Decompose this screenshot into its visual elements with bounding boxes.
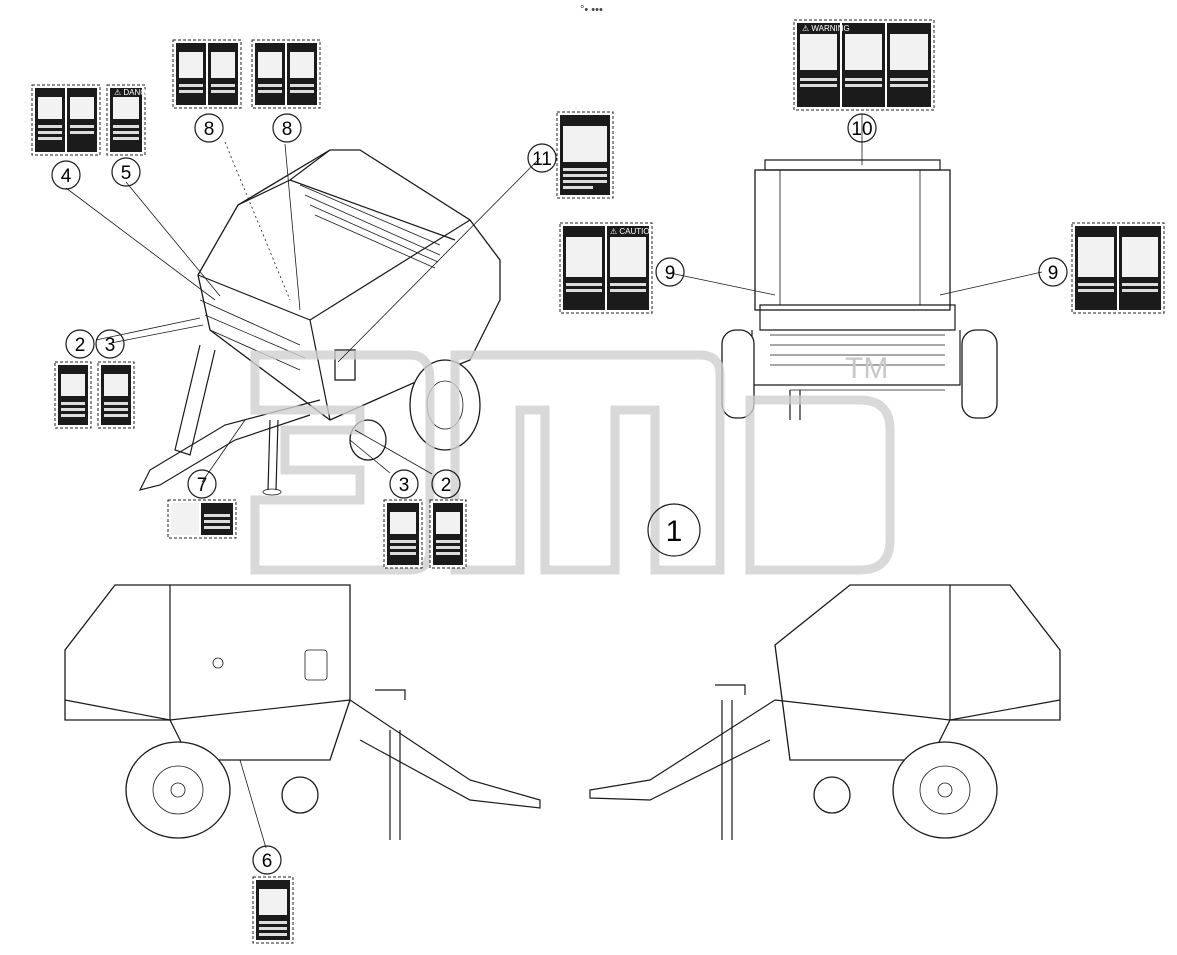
svg-text:3: 3 bbox=[105, 335, 116, 356]
safety-decal-icon bbox=[167, 499, 237, 539]
svg-text:2: 2 bbox=[75, 335, 86, 356]
baler-left-side-view bbox=[64, 584, 541, 840]
callout-circle-icon: 11 bbox=[527, 143, 557, 173]
svg-text:5: 5 bbox=[121, 163, 132, 184]
safety-decal-icon bbox=[54, 361, 92, 429]
callout-circle-icon: 7 bbox=[187, 469, 217, 499]
baler-front-three-quarter-view bbox=[138, 149, 501, 496]
callout-circle-icon: 8 bbox=[272, 113, 302, 143]
trademark-label: TM bbox=[845, 352, 888, 385]
callout-circle-icon: 6 bbox=[252, 845, 282, 875]
baler-right-side-view bbox=[589, 584, 1061, 840]
safety-decal-icon bbox=[1071, 222, 1165, 314]
svg-text:9: 9 bbox=[665, 263, 676, 284]
callout-circle-icon: 10 bbox=[847, 113, 877, 143]
safety-decal-icon: ⚠ CAUTION bbox=[559, 222, 656, 314]
safety-decal-icon bbox=[97, 361, 135, 429]
safety-decal-icon: ⚠ DANGER bbox=[106, 84, 158, 156]
svg-text:8: 8 bbox=[282, 119, 293, 140]
baler-rear-view bbox=[721, 159, 998, 420]
callout-circle-icon: 2 bbox=[65, 329, 95, 359]
header-mark: °• ••• bbox=[580, 4, 603, 16]
decal-caution-header: ⚠ CAUTION bbox=[610, 227, 656, 236]
callout-circle-icon: 9 bbox=[1038, 257, 1068, 287]
safety-decal-icon bbox=[252, 876, 294, 944]
callout-circle-icon: 3 bbox=[95, 329, 125, 359]
svg-text:2: 2 bbox=[441, 475, 452, 496]
callout-circle-icon: 9 bbox=[655, 257, 685, 287]
svg-text:4: 4 bbox=[61, 166, 72, 187]
svg-text:9: 9 bbox=[1048, 263, 1059, 284]
decal-danger-header: ⚠ DANGER bbox=[114, 88, 158, 97]
watermark: TM bbox=[250, 350, 895, 575]
safety-decal-icon bbox=[31, 84, 101, 156]
svg-text:6: 6 bbox=[262, 851, 273, 872]
leader-lines bbox=[65, 114, 1043, 849]
callout-circle-icon: 8 bbox=[194, 113, 224, 143]
decal-warning-header: ⚠ WARNING bbox=[802, 24, 850, 33]
safety-decal-icon bbox=[556, 111, 614, 199]
callout-circle-icon: 3 bbox=[389, 469, 419, 499]
callout-circle-icon: 4 bbox=[51, 160, 81, 190]
svg-text:3: 3 bbox=[399, 475, 410, 496]
callout-circle-icon: 2 bbox=[431, 469, 461, 499]
svg-text:8: 8 bbox=[204, 119, 215, 140]
safety-decal-icon bbox=[383, 499, 423, 569]
safety-decal-icon bbox=[251, 39, 321, 109]
safety-decal-icon bbox=[172, 39, 242, 109]
svg-text:7: 7 bbox=[197, 475, 208, 496]
svg-text:1: 1 bbox=[666, 515, 683, 548]
callout-circle-icon: 5 bbox=[111, 157, 141, 187]
safety-decal-icon bbox=[429, 499, 467, 569]
callout-circle-main: 1 bbox=[647, 503, 701, 557]
safety-decal-icon: ⚠ WARNING bbox=[793, 19, 935, 111]
svg-text:10: 10 bbox=[851, 119, 872, 140]
svg-text:11: 11 bbox=[532, 149, 552, 170]
